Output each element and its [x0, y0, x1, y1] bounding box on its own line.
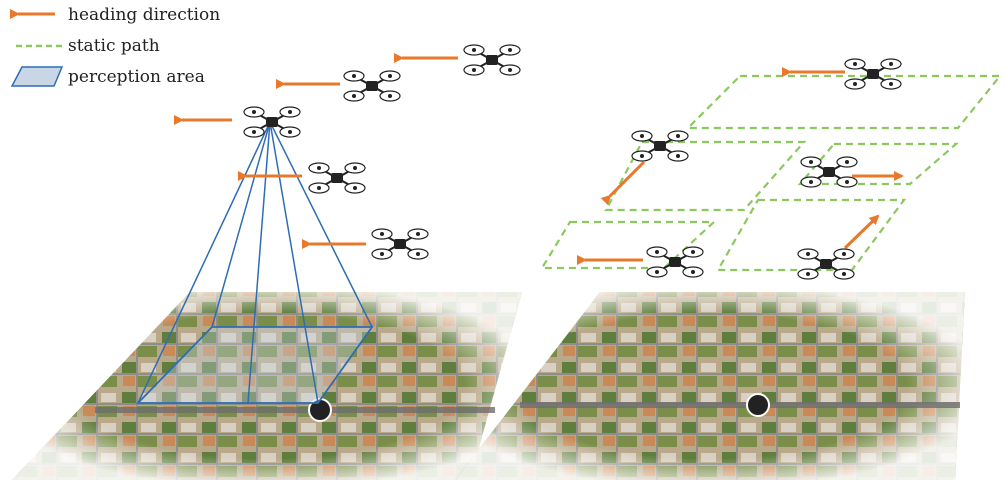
legend-label-perception-area: perception area [68, 67, 205, 87]
uav-icon [800, 156, 858, 188]
legend-item-static-path: static path [16, 36, 160, 56]
uav-icon [371, 228, 429, 260]
left-panel [12, 44, 522, 480]
uav-icon [631, 130, 689, 162]
legend-item-perception-area: perception area [10, 66, 205, 87]
legend: heading direction static path perception… [9, 5, 220, 87]
static-path [540, 220, 717, 270]
uav-icon [463, 44, 521, 76]
left-city-map [12, 292, 522, 480]
uav-icon [308, 162, 366, 194]
uav-icon [797, 248, 855, 280]
heading-arrow-icon [843, 214, 880, 250]
static-path [685, 74, 1003, 130]
static-paths [540, 74, 1003, 272]
static-path [716, 198, 907, 272]
right-city-map [455, 292, 965, 480]
legend-label-static-path: static path [68, 36, 160, 56]
uav-icon [343, 70, 401, 102]
legend-label-heading-direction: heading direction [68, 5, 220, 25]
perception-area-icon [10, 66, 64, 87]
static-path [797, 142, 959, 186]
right-panel [455, 58, 1003, 480]
perception-cone [137, 121, 373, 404]
uav-icon [646, 246, 704, 278]
static-path [604, 140, 807, 212]
uav-icon [844, 58, 902, 90]
legend-item-heading-direction: heading direction [9, 5, 220, 25]
heading-arrow-icon [600, 160, 646, 206]
